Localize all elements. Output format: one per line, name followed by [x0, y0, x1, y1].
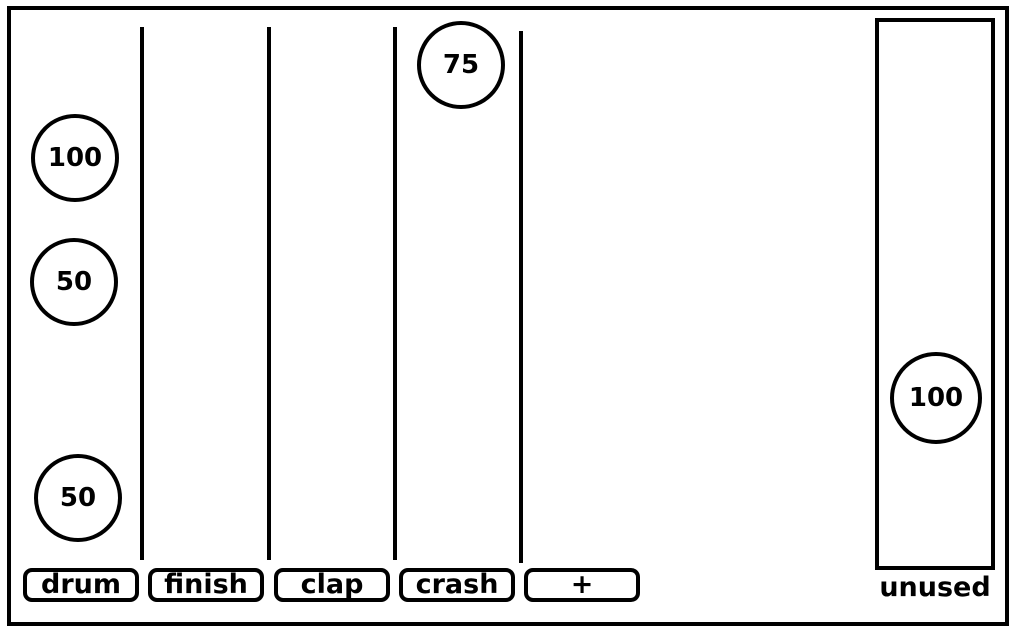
unused-tray[interactable] [875, 18, 995, 570]
column-divider [140, 27, 144, 560]
column-divider [393, 27, 397, 560]
token-drum-1[interactable]: 100 [31, 114, 119, 202]
add-column-button[interactable]: + [524, 568, 640, 602]
token-crash-1[interactable]: 75 [417, 21, 505, 109]
column-button-finish[interactable]: finish [148, 568, 264, 602]
column-button-clap[interactable]: clap [274, 568, 390, 602]
column-divider [519, 31, 523, 563]
column-button-drum[interactable]: drum [23, 568, 139, 602]
column-divider [267, 27, 271, 560]
board-frame [7, 6, 1009, 626]
column-button-crash[interactable]: crash [399, 568, 515, 602]
token-drum-2[interactable]: 50 [30, 238, 118, 326]
token-drum-3[interactable]: 50 [34, 454, 122, 542]
unused-label: unused [879, 572, 991, 603]
token-unused-1[interactable]: 100 [890, 352, 982, 444]
